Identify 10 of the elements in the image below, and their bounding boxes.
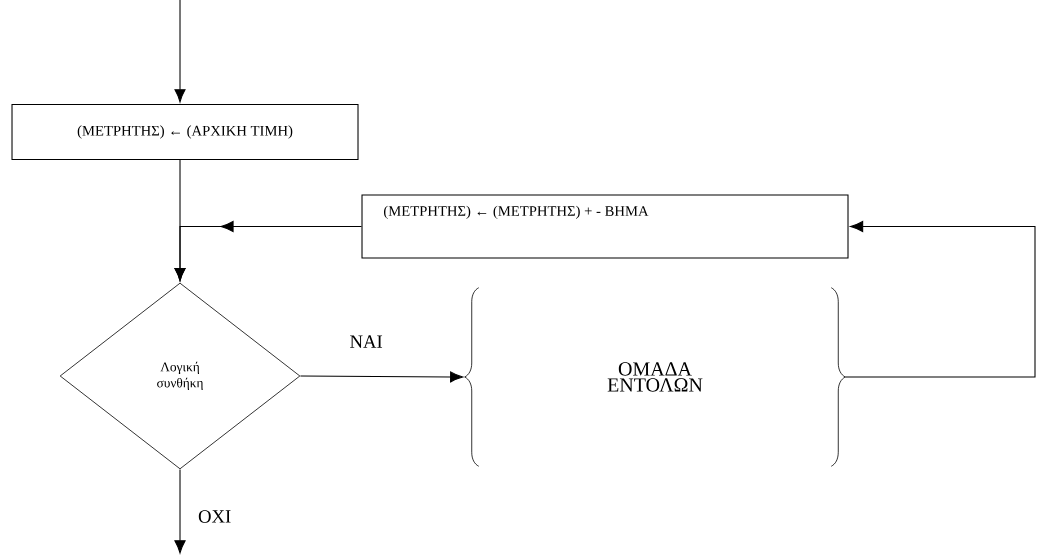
arrow: [174, 0, 186, 103]
process-box: (ΜΕΤΡΗΤΗΣ) ← (ΜΕΤΡΗΤΗΣ) + - ΒΗΜΑ: [361, 194, 849, 259]
command-group: ΟΜΑΔΑ ΕΝΤΟΛΩΝ: [464, 287, 846, 467]
edge-label: ΟΧΙ: [198, 510, 231, 523]
arrow: [299, 371, 464, 383]
process-box: (ΜΕΤΡΗΤΗΣ) ← (ΑΡΧΙΚΗ ΤΙΜΗ): [11, 103, 359, 161]
arrow: [844, 220, 1036, 378]
arrow: [174, 468, 186, 554]
edge-label: ΝΑΙ: [350, 335, 383, 348]
arrow: [174, 220, 362, 282]
